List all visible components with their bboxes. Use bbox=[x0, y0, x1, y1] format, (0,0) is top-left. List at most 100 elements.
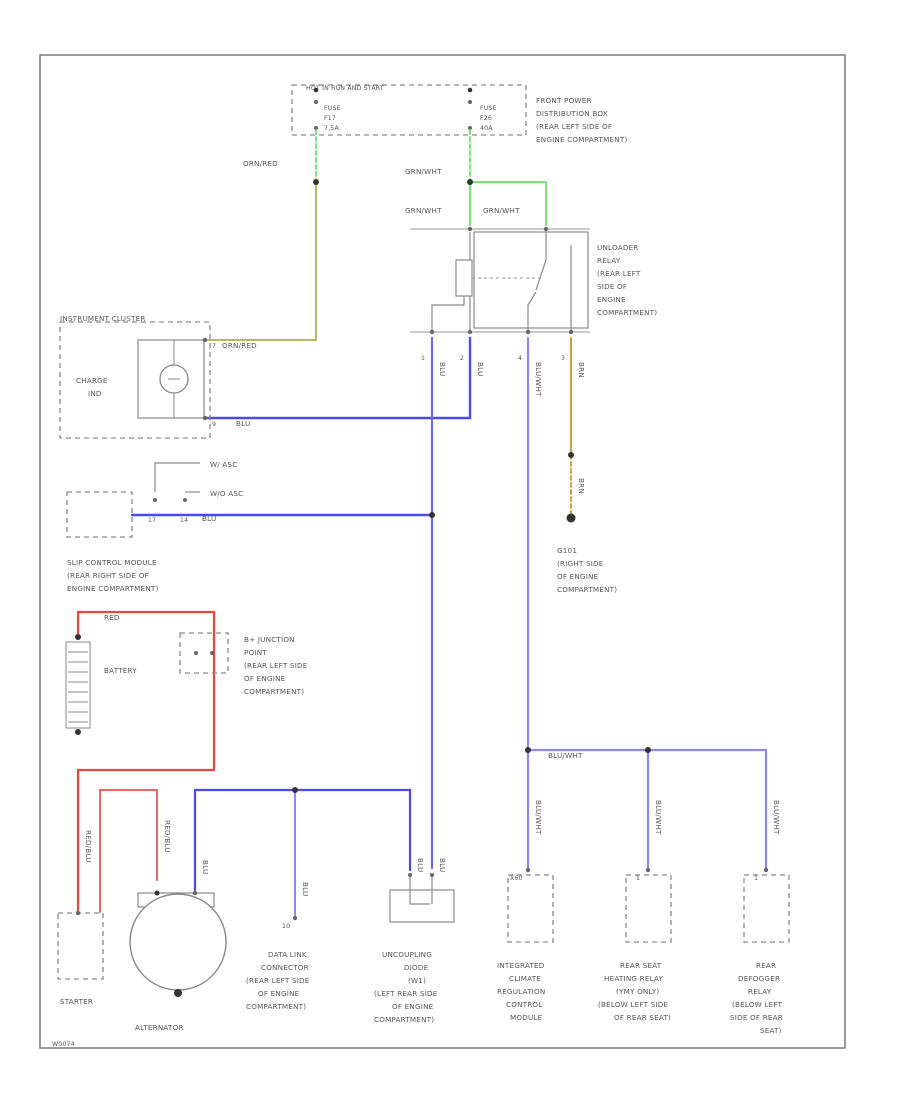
datalink-label-4: OF ENGINE bbox=[258, 989, 300, 998]
label-red-blu-alt: RED/BLU bbox=[163, 820, 172, 853]
defogger-label-4: (BELOW LEFT bbox=[732, 1000, 783, 1009]
seat-heat-label-5: OF REAR SEAT) bbox=[614, 1013, 671, 1022]
rear-seat-heating-relay: 1 REAR SEAT HEATING RELAY (YMY ONLY) (BE… bbox=[598, 867, 672, 1022]
alternator: ALTERNATOR bbox=[129, 890, 227, 1032]
cluster-pin-a-num: 7 bbox=[212, 343, 216, 350]
diagram-frame bbox=[39, 54, 846, 1049]
slip-option-1: W/ ASC bbox=[210, 460, 238, 469]
relay-pin-3-num: 3 bbox=[561, 355, 565, 362]
splice-blu-alt bbox=[292, 787, 298, 793]
label-blu-pin1: BLU bbox=[438, 362, 447, 376]
slip-pin-b bbox=[183, 498, 187, 502]
relay-pin-1 bbox=[429, 329, 435, 335]
cluster-pin-b bbox=[202, 415, 208, 421]
relay-label-1: UNLOADER bbox=[597, 243, 639, 252]
relay-pin-1-num: 1 bbox=[421, 355, 425, 362]
slip-label-3: ENGINE COMPARTMENT) bbox=[67, 584, 158, 593]
relay-in-pin-b bbox=[543, 226, 549, 232]
label-orn-red-cluster: ORN/RED bbox=[222, 341, 257, 350]
junction-pin-a bbox=[194, 651, 198, 655]
label-blu-wht-climate: BLU/WHT bbox=[534, 800, 543, 835]
defogger-label-6: SEAT) bbox=[760, 1026, 782, 1035]
slip-module-outline bbox=[66, 491, 133, 538]
slip-option-2: W/O ASC bbox=[210, 489, 243, 498]
wire-blu-cluster bbox=[203, 336, 472, 420]
wire-red-battery bbox=[76, 610, 216, 914]
label-brn-ground: BRN bbox=[577, 478, 586, 494]
fuse-b-line-2: F26 bbox=[480, 115, 492, 122]
label-blu-alt: BLU bbox=[201, 860, 210, 874]
fuse-box: HOT IN RUN AND START FUSE F17 7.5A FUSE … bbox=[291, 84, 627, 144]
label-blu-pin2: BLU bbox=[476, 362, 485, 376]
starter-outline bbox=[57, 912, 104, 980]
ground-label-3: OF ENGINE bbox=[557, 572, 599, 581]
junction-pin-b bbox=[210, 651, 214, 655]
splice-brn bbox=[568, 452, 574, 458]
splice-grn-wht bbox=[467, 179, 473, 185]
wire-blu-wht-branch bbox=[526, 748, 768, 870]
relay-pin-2 bbox=[467, 329, 473, 335]
diode-symbol bbox=[409, 877, 430, 905]
slip-pin-a bbox=[153, 498, 157, 502]
junction-label-2: POINT bbox=[244, 648, 267, 657]
charge-indicator-box bbox=[137, 339, 205, 419]
instrument-cluster-outline bbox=[59, 321, 211, 439]
climate-pin-num: X60 bbox=[510, 875, 523, 882]
datalink-label-3: (REAR LEFT SIDE bbox=[246, 976, 310, 985]
label-red: RED bbox=[104, 613, 120, 622]
fuse-box-label-2: DISTRIBUTION BOX bbox=[536, 109, 608, 118]
junction-label-5: COMPARTMENT) bbox=[244, 687, 304, 696]
fuse-b-pin bbox=[468, 100, 472, 104]
relay-pin-2-num: 2 bbox=[460, 355, 464, 362]
relay-switch-blade bbox=[535, 259, 547, 291]
slip-control-module: W/ ASC W/O ASC 17 14 SLIP CONTROL MODULE… bbox=[66, 460, 243, 593]
diode-label-1: UNCOUPLING bbox=[382, 950, 432, 959]
relay-coil-out bbox=[431, 296, 465, 332]
climate-label-2: CLIMATE bbox=[509, 974, 541, 983]
fuse-node-left-top bbox=[313, 87, 319, 93]
starter-label: STARTER bbox=[60, 997, 93, 1006]
relay-label-2: RELAY bbox=[597, 256, 621, 265]
bplus-junction: B+ JUNCTION POINT (REAR LEFT SIDE OF ENG… bbox=[179, 632, 308, 696]
label-grn-wht-right: GRN/WHT bbox=[483, 206, 520, 215]
cluster-pin-a bbox=[202, 337, 208, 343]
relay-pin-4-num: 4 bbox=[518, 355, 522, 362]
label-grn-wht-top: GRN/WHT bbox=[405, 167, 442, 176]
seat-heat-label-2: HEATING RELAY bbox=[604, 974, 664, 983]
instrument-cluster: INSTRUMENT CLUSTER CHARGE IND 7 9 bbox=[59, 314, 216, 439]
slip-label-1: SLIP CONTROL MODULE bbox=[67, 558, 157, 567]
relay-in-pin-a bbox=[467, 226, 473, 232]
fuse-box-label-3: (REAR LEFT SIDE OF bbox=[536, 122, 612, 131]
relay-label-5: ENGINE bbox=[597, 295, 626, 304]
label-red-starter: RED/BLU bbox=[84, 830, 93, 863]
relay-pin-4 bbox=[525, 329, 531, 335]
climate-control-module: X60 INTEGRATED CLIMATE REGULATION CONTRO… bbox=[497, 867, 554, 1022]
alternator-pin-b bbox=[154, 890, 160, 896]
datalink-label-2: CONNECTOR bbox=[261, 963, 309, 972]
starter: STARTER bbox=[57, 910, 104, 1006]
battery: BATTERY bbox=[65, 634, 137, 735]
datalink-pin bbox=[292, 915, 298, 921]
starter-pin bbox=[75, 910, 81, 916]
label-blu-diode-2: BLU bbox=[438, 858, 447, 872]
defogger-label-2: DEFOGGER bbox=[738, 974, 780, 983]
fuse-node-right-top bbox=[467, 87, 473, 93]
splice-nodes bbox=[292, 179, 651, 793]
battery-neg-terminal bbox=[75, 729, 81, 735]
fuse-a-line-3: 7.5A bbox=[324, 125, 339, 132]
relay-coil bbox=[455, 259, 473, 297]
diode-pin-2 bbox=[408, 873, 412, 877]
ground-icon bbox=[566, 513, 576, 523]
climate-outline bbox=[507, 874, 554, 943]
charge-ind-label-1: CHARGE bbox=[76, 376, 108, 385]
junction-outline bbox=[179, 632, 229, 674]
label-blu-wht-seat: BLU/WHT bbox=[654, 800, 663, 835]
relay-box bbox=[473, 231, 589, 329]
data-link-connector: 10 DATA LINK CONNECTOR (REAR LEFT SIDE O… bbox=[246, 915, 310, 1011]
fuse-a-pin bbox=[314, 100, 318, 104]
climate-label-5: MODULE bbox=[510, 1013, 543, 1022]
diode-label-4: (LEFT REAR SIDE bbox=[374, 989, 438, 998]
wire-grn-wht-b bbox=[469, 181, 547, 226]
defogger-pin bbox=[763, 867, 769, 873]
fuse-b-line-1: FUSE bbox=[480, 105, 497, 112]
